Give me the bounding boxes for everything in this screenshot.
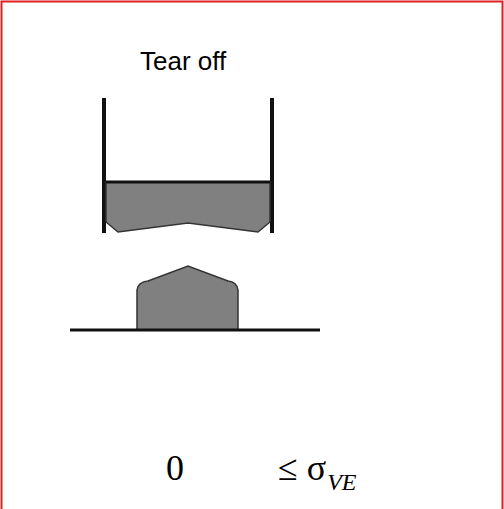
upper-piece <box>106 182 270 232</box>
subscript-label: VE <box>327 470 356 494</box>
title-label: Tear off <box>140 48 226 74</box>
upper-edge <box>106 181 270 184</box>
value-label: 0 <box>166 450 184 486</box>
lower-piece <box>137 266 238 330</box>
base-line <box>70 329 320 332</box>
condition-label: ≤ σ <box>278 450 326 486</box>
